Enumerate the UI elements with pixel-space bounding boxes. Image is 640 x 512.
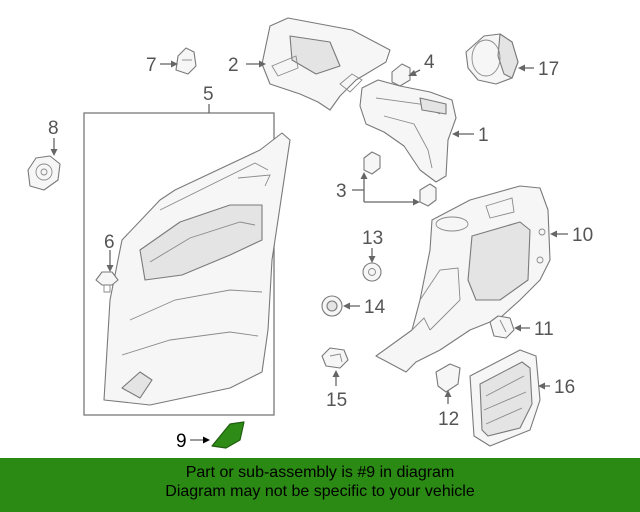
callout-14: 14 [364,297,386,318]
callout-15: 15 [326,390,347,411]
part-17-cover [465,33,519,85]
part-5-box [83,112,275,416]
part-11-fastener [489,315,515,339]
callout-7: 7 [146,55,157,76]
leader-lines [50,60,568,444]
callout-13: 13 [362,228,383,249]
callout-10: 10 [572,225,593,246]
part-1-pillar-trim [359,79,457,183]
callout-5: 5 [203,84,214,105]
part-13-push-pin [362,262,382,282]
callout-17: 17 [538,59,559,80]
callout-11: 11 [534,319,554,340]
callout-16: 16 [554,377,575,398]
callout-2: 2 [228,55,239,76]
part-15-retainer [321,347,349,369]
part-12-bracket [435,363,461,393]
part-14-grommet [321,295,343,317]
parts-diagram: 1 2 3 4 5 6 7 8 9 10 11 12 13 14 15 16 1… [27,17,593,452]
callout-1: 1 [478,125,489,146]
part-4-clip [391,63,411,87]
info-banner: Part or sub-assembly is #9 in diagram Di… [0,458,640,512]
part-3-clips [363,151,437,207]
part-7-bracket [175,47,197,75]
callout-labels: 1 2 3 4 5 6 7 8 9 10 11 12 13 14 15 16 1… [48,52,593,452]
callout-9: 9 [176,431,187,452]
part-5-quarter-trim-panel [103,132,291,406]
part-8-retainer [27,155,61,191]
callout-3: 3 [336,181,347,202]
callout-6: 6 [104,232,115,253]
part-2-upper-trim [261,17,391,111]
banner-line-disclaimer: Diagram may not be specific to your vehi… [165,483,475,500]
part-9-highlighted [211,421,245,449]
part-16-access-panel [469,349,541,447]
part-6-push-clip [95,271,119,293]
callout-8: 8 [48,118,59,139]
banner-line-part-number: Part or sub-assembly is #9 in diagram [185,464,455,481]
callout-4: 4 [424,52,435,73]
part-10-quarter-trim [375,185,551,373]
callout-12: 12 [438,409,459,430]
